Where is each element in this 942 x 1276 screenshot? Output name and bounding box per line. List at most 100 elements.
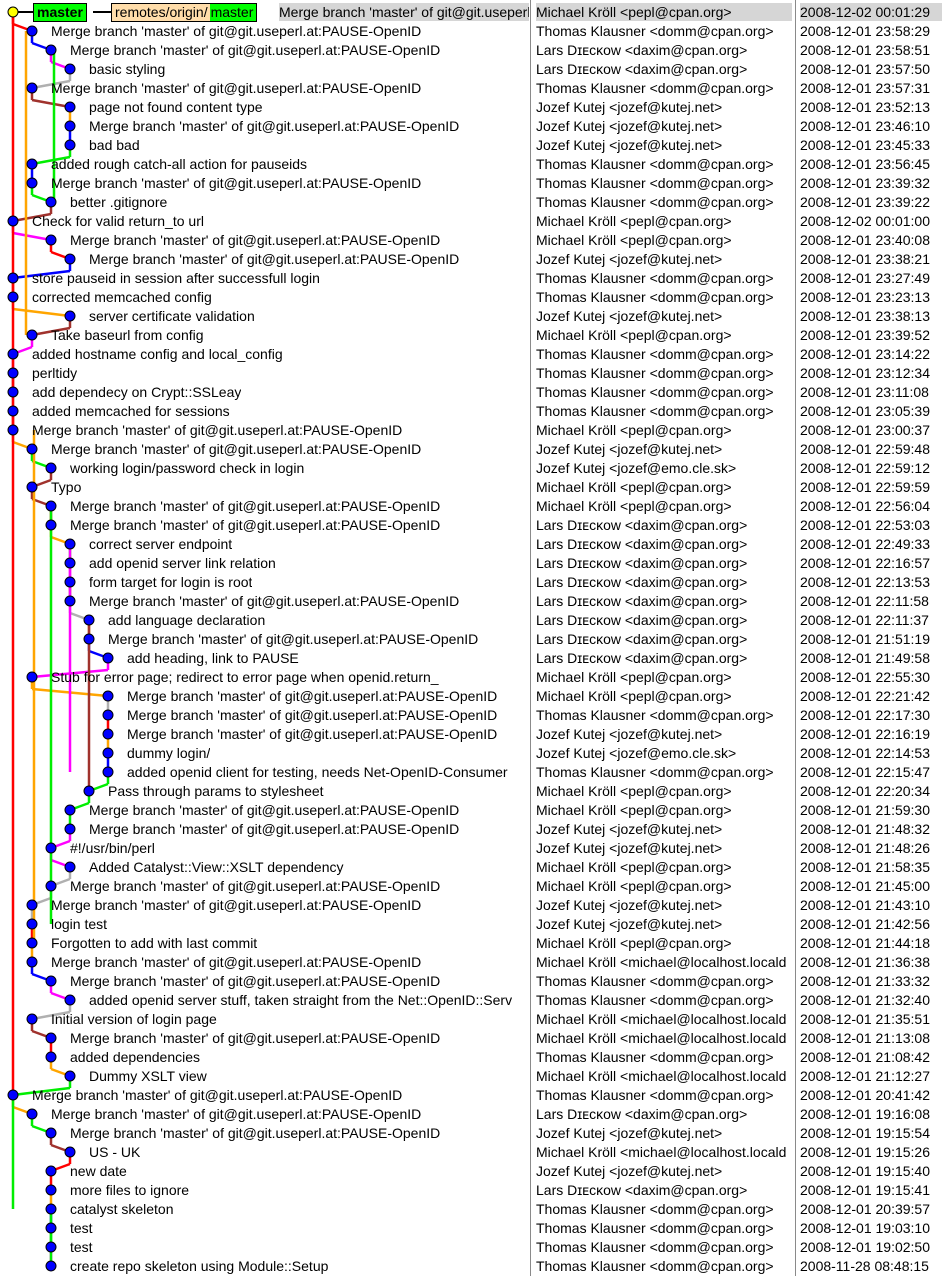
commit-message[interactable]: Forgotten to add with last commit bbox=[51, 935, 258, 951]
commit-message[interactable]: Merge branch 'master' of git@git.useperl… bbox=[127, 707, 498, 723]
commit-date[interactable]: 2008-12-01 21:45:00 bbox=[800, 878, 930, 894]
commit-node[interactable] bbox=[83, 614, 95, 626]
commit-row[interactable]: Merge branch 'master' of git@git.useperl… bbox=[0, 230, 942, 249]
commit-message[interactable]: add heading, link to PAUSE bbox=[127, 650, 299, 666]
commit-date[interactable]: 2008-12-01 21:12:27 bbox=[800, 1068, 930, 1084]
commit-row[interactable]: Merge branch 'master' of git@git.useperl… bbox=[0, 952, 942, 971]
commit-author[interactable]: Lars Dɪᴇᴄᴋᴏᴡ <daxim@cpan.org> bbox=[536, 650, 748, 666]
commit-date[interactable]: 2008-12-01 23:57:31 bbox=[800, 80, 930, 96]
commit-author[interactable]: Michael Kröll <michael@localhost.locald bbox=[536, 954, 787, 970]
commit-author[interactable]: Jozef Kutej <jozef@emo.cle.sk> bbox=[536, 745, 737, 761]
commit-row[interactable]: Merge branch 'master' of git@git.useperl… bbox=[0, 591, 942, 610]
commit-row[interactable]: Merge branch 'master' of git@git.useperl… bbox=[0, 1104, 942, 1123]
commit-message[interactable]: Merge branch 'master' of git@git.useperl… bbox=[70, 1030, 441, 1046]
commit-message[interactable]: Merge branch 'master' of git@git.useperl… bbox=[32, 1087, 403, 1103]
commit-message[interactable]: Initial version of login page bbox=[51, 1011, 217, 1027]
commit-author[interactable]: Thomas Klausner <domm@cpan.org> bbox=[536, 346, 774, 362]
commit-row[interactable]: Merge branch 'master' of git@git.useperl… bbox=[0, 420, 942, 439]
commit-message[interactable]: Merge branch 'master' of git@git.useperl… bbox=[70, 878, 441, 894]
commit-date[interactable]: 2008-12-01 22:15:47 bbox=[800, 764, 930, 780]
commit-author[interactable]: Lars Dɪᴇᴄᴋᴏᴡ <daxim@cpan.org> bbox=[536, 612, 748, 628]
commit-message[interactable]: Merge branch 'master' of git@git.useperl… bbox=[32, 422, 403, 438]
commit-row[interactable]: Merge branch 'master' of git@git.useperl… bbox=[0, 439, 942, 458]
commit-message[interactable]: Merge branch 'master' of git@git.useperl… bbox=[51, 1106, 422, 1122]
commit-date[interactable]: 2008-12-01 22:16:19 bbox=[800, 726, 930, 742]
commit-node[interactable] bbox=[64, 576, 76, 588]
commit-node[interactable] bbox=[45, 44, 57, 56]
commit-author[interactable]: Thomas Klausner <domm@cpan.org> bbox=[536, 1201, 774, 1217]
commit-row[interactable]: added rough catch-all action for pauseid… bbox=[0, 154, 942, 173]
commit-author[interactable]: Michael Kröll <pepl@cpan.org> bbox=[536, 688, 732, 704]
commit-message[interactable]: server certificate validation bbox=[89, 308, 255, 324]
commit-row[interactable]: Merge branch 'master' of git@git.useperl… bbox=[0, 78, 942, 97]
commit-row[interactable]: Merge branch 'master' of git@git.useperl… bbox=[0, 705, 942, 724]
commit-message[interactable]: Take baseurl from config bbox=[51, 327, 204, 343]
commit-date[interactable]: 2008-12-01 23:27:49 bbox=[800, 270, 930, 286]
commit-author[interactable]: Jozef Kutej <jozef@kutej.net> bbox=[536, 308, 723, 324]
commit-date[interactable]: 2008-12-01 23:14:22 bbox=[800, 346, 930, 362]
commit-author[interactable]: Thomas Klausner <domm@cpan.org> bbox=[536, 1258, 774, 1274]
commit-message[interactable]: store pauseid in session after successfu… bbox=[32, 270, 320, 286]
commit-node[interactable] bbox=[45, 1241, 57, 1253]
commit-row[interactable]: added openid client for testing, needs N… bbox=[0, 762, 942, 781]
commit-date[interactable]: 2008-12-01 21:42:56 bbox=[800, 916, 930, 932]
commit-date[interactable]: 2008-12-01 22:59:48 bbox=[800, 441, 930, 457]
commit-message[interactable]: form target for login is root bbox=[89, 574, 253, 590]
commit-node[interactable] bbox=[64, 804, 76, 816]
commit-node[interactable] bbox=[45, 519, 57, 531]
commit-author[interactable]: Lars Dɪᴇᴄᴋᴏᴡ <daxim@cpan.org> bbox=[536, 555, 748, 571]
commit-node[interactable] bbox=[102, 766, 114, 778]
commit-author[interactable]: Jozef Kutej <jozef@kutej.net> bbox=[536, 821, 723, 837]
commit-message[interactable]: add language declaration bbox=[108, 612, 266, 628]
commit-date[interactable]: 2008-12-02 00:01:00 bbox=[800, 213, 930, 229]
commit-message[interactable]: test bbox=[70, 1239, 93, 1255]
commit-message[interactable]: test bbox=[70, 1220, 93, 1236]
commit-row[interactable]: Merge branch 'master' of git@git.useperl… bbox=[0, 1123, 942, 1142]
commit-author[interactable]: Jozef Kutej <jozef@kutej.net> bbox=[536, 137, 723, 153]
commit-row[interactable]: Stub for error page; redirect to error p… bbox=[0, 667, 942, 686]
commit-author[interactable]: Thomas Klausner <domm@cpan.org> bbox=[536, 403, 774, 419]
commit-node[interactable] bbox=[7, 348, 19, 360]
commit-message[interactable]: added openid server stuff, taken straigh… bbox=[89, 992, 513, 1008]
commit-message[interactable]: page not found content type bbox=[89, 99, 263, 115]
local-branch-tag[interactable]: master bbox=[33, 3, 87, 22]
commit-date[interactable]: 2008-12-01 22:11:37 bbox=[800, 612, 929, 628]
commit-node[interactable] bbox=[64, 557, 76, 569]
commit-date[interactable]: 2008-12-01 22:21:42 bbox=[800, 688, 930, 704]
commit-author[interactable]: Michael Kröll <pepl@cpan.org> bbox=[536, 3, 792, 21]
commit-message[interactable]: Merge branch 'master' of git@git.useperl… bbox=[51, 23, 422, 39]
commit-row[interactable]: Merge branch 'master' of git@git.useperl… bbox=[0, 895, 942, 914]
commit-author[interactable]: Thomas Klausner <domm@cpan.org> bbox=[536, 1220, 774, 1236]
commit-date[interactable]: 2008-12-01 21:35:51 bbox=[800, 1011, 930, 1027]
commit-node[interactable] bbox=[83, 785, 95, 797]
commit-message[interactable]: create repo skeleton using Module::Setup bbox=[70, 1258, 329, 1274]
commit-message[interactable]: Merge branch 'master' of git@git.useperl… bbox=[70, 973, 441, 989]
commit-author[interactable]: Michael Kröll <michael@localhost.locald bbox=[536, 1144, 787, 1160]
commit-node[interactable] bbox=[45, 1051, 57, 1063]
commit-author[interactable]: Jozef Kutej <jozef@kutej.net> bbox=[536, 99, 723, 115]
commit-author[interactable]: Lars Dɪᴇᴄᴋᴏᴡ <daxim@cpan.org> bbox=[536, 631, 748, 647]
commit-row[interactable]: page not found content type Jozef Kutej <… bbox=[0, 97, 942, 116]
commit-node[interactable] bbox=[64, 861, 76, 873]
commit-row[interactable]: Merge branch 'master' of git@git.useperl… bbox=[0, 515, 942, 534]
commit-message[interactable]: corrected memcached config bbox=[32, 289, 212, 305]
commit-author[interactable]: Thomas Klausner <domm@cpan.org> bbox=[536, 80, 774, 96]
commit-node[interactable] bbox=[64, 253, 76, 265]
commit-author[interactable]: Michael Kröll <michael@localhost.locald bbox=[536, 1068, 787, 1084]
commit-date[interactable]: 2008-12-01 23:56:45 bbox=[800, 156, 930, 172]
commit-node[interactable] bbox=[45, 234, 57, 246]
commit-node[interactable] bbox=[26, 481, 38, 493]
commit-date[interactable]: 2008-12-01 21:58:35 bbox=[800, 859, 930, 875]
commit-date[interactable]: 2008-12-01 22:20:34 bbox=[800, 783, 930, 799]
commit-node[interactable] bbox=[64, 994, 76, 1006]
commit-node[interactable] bbox=[64, 595, 76, 607]
